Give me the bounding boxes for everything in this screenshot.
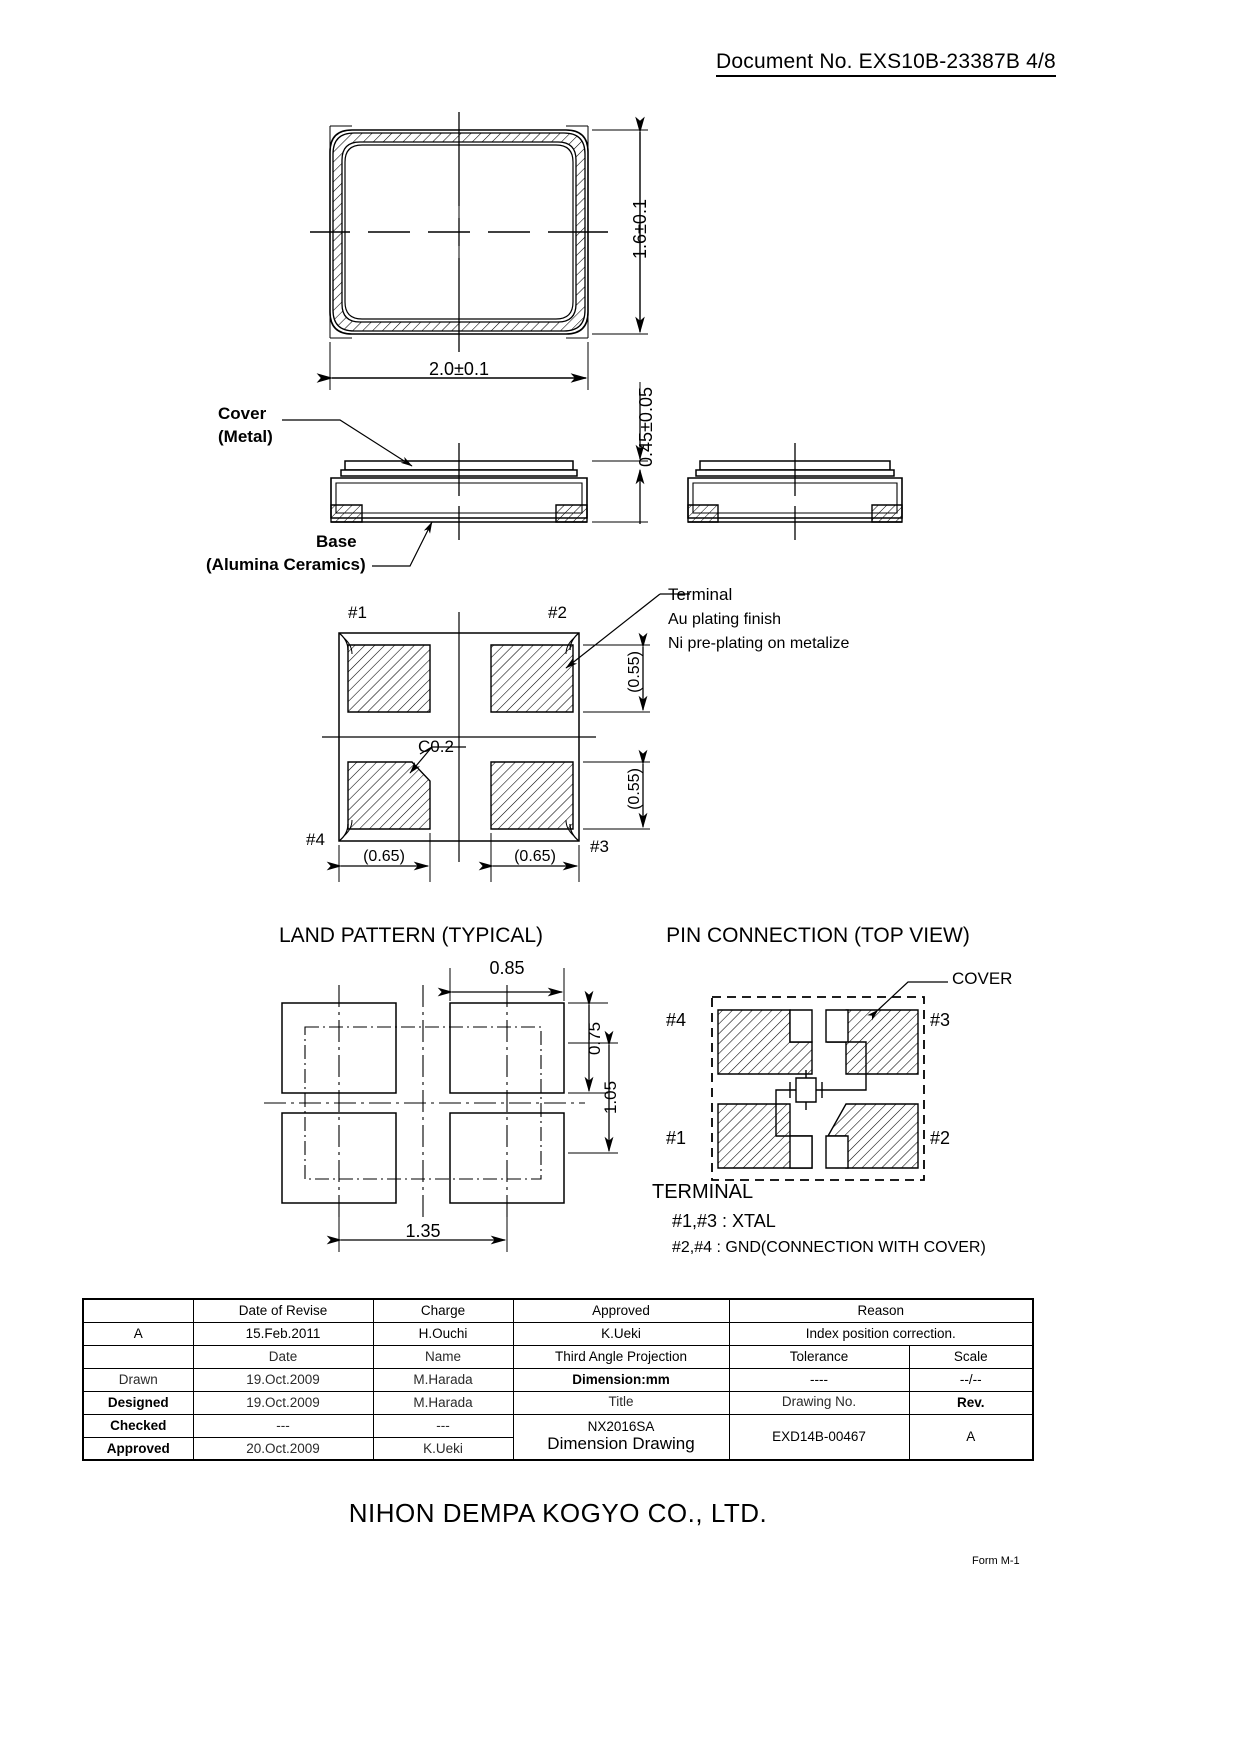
pinview-pin2: #2	[930, 1128, 951, 1148]
rev-label: Rev.	[908, 1390, 1034, 1415]
approved-row: Approved 20.Oct.2009 K.Ueki	[82, 1436, 1033, 1461]
title-product: NX2016SA	[587, 1419, 655, 1435]
dim-pad-height-bottom: (0.55)	[625, 768, 643, 810]
pin-connection-title: PIN CONNECTION (TOP VIEW)	[666, 924, 970, 947]
checked-date: ---	[192, 1413, 374, 1438]
chamfer-label: C0.2	[418, 737, 454, 756]
title-label: Title	[512, 1390, 730, 1415]
title-name: NX2016SA Dimension Drawing	[512, 1414, 730, 1461]
bottom-view-pin4: #4	[306, 830, 325, 849]
terminal-note-au: Au plating finish	[668, 611, 781, 628]
dim-package-width: 2.0±0.1	[429, 359, 489, 379]
rev-col-date: Date of Revise	[192, 1298, 374, 1323]
approved-label: Approved	[82, 1436, 194, 1461]
drawing-no-label: Drawing No.	[728, 1390, 910, 1415]
designed-row: Designed 19.Oct.2009 M.Harada Title Draw…	[82, 1390, 1034, 1415]
bottom-view-pin2: #2	[548, 603, 567, 622]
dimension-unit: Dimension:mm	[512, 1367, 730, 1392]
company-name: NIHON DEMPA KOGYO CO., LTD.	[348, 1498, 768, 1528]
rev-date: 15.Feb.2011	[192, 1321, 374, 1346]
sub-col-tolerance: Tolerance	[728, 1344, 910, 1369]
checked-label: Checked	[82, 1413, 194, 1438]
terminal-note-ni: Ni pre-plating on metalize	[668, 635, 850, 652]
sub-col-scale: Scale	[908, 1344, 1034, 1369]
title-block: Date of Revise Charge Approved Reason A …	[82, 1298, 1034, 1461]
dim-land-105: 1.05	[601, 1080, 621, 1115]
cover-callout: COVER	[952, 969, 1013, 988]
sub-col-projection: Third Angle Projection	[512, 1344, 730, 1369]
sub-col-name: Name	[372, 1344, 514, 1369]
bottom-view-pin1: #1	[348, 603, 367, 622]
rev-col-charge: Charge	[372, 1298, 514, 1323]
designed-date: 19.Oct.2009	[192, 1390, 374, 1415]
approved-date: 20.Oct.2009	[192, 1436, 374, 1461]
pinview-pin3: #3	[930, 1010, 951, 1030]
dim-pad-width-left: (0.65)	[363, 848, 405, 865]
form-number: Form M-1	[972, 1555, 1020, 1567]
rev-col-reason: Reason	[728, 1298, 1034, 1323]
sub-col-blank	[82, 1344, 194, 1369]
bottom-view-pin3: #3	[590, 837, 609, 856]
terminal-gnd: #2,#4 : GND(CONNECTION WITH COVER)	[672, 1239, 986, 1256]
rev-charge: H.Ouchi	[372, 1321, 514, 1346]
dim-pad-height-top: (0.55)	[625, 651, 643, 693]
dim-pad-width-right: (0.65)	[514, 848, 556, 865]
document-number: Document No. EXS10B-23387B 4/8	[716, 51, 1056, 77]
drawn-row: Drawn 19.Oct.2009 M.Harada Dimension:mm …	[82, 1367, 1034, 1392]
cover-label-sub: (Metal)	[218, 427, 273, 446]
cover-label: Cover	[218, 404, 267, 423]
tolerance-value: ----	[728, 1367, 910, 1392]
pinview-pin4: #4	[666, 1010, 687, 1030]
drawn-name: M.Harada	[372, 1367, 514, 1392]
dim-package-thickness: 0.45±0.05	[635, 387, 656, 467]
revision-header-row: Date of Revise Charge Approved Reason	[82, 1298, 1034, 1323]
checked-row: Checked --- --- NX2016SA Dimension Drawi…	[82, 1413, 1034, 1461]
checked-name: ---	[372, 1413, 514, 1438]
revision-row: A 15.Feb.2011 H.Ouchi K.Ueki Index posit…	[82, 1321, 1034, 1346]
drawing-no-value: EXD14B-00467	[728, 1414, 910, 1461]
terminal-xtal: #1,#3 : XTAL	[672, 1211, 776, 1231]
rev-value: A	[908, 1414, 1034, 1461]
sub-col-date: Date	[192, 1344, 374, 1369]
dim-land-135: 1.35	[405, 1221, 441, 1241]
sub-header-row: Date Name Third Angle Projection Toleran…	[82, 1344, 1034, 1369]
drawn-label: Drawn	[82, 1367, 194, 1392]
rev-reason: Index position correction.	[728, 1321, 1034, 1346]
base-label: Base	[316, 532, 357, 551]
rev-col-blank	[82, 1298, 194, 1323]
rev-approved: K.Ueki	[512, 1321, 730, 1346]
pinview-pin1: #1	[666, 1128, 687, 1148]
base-label-sub: (Alumina Ceramics)	[206, 555, 366, 574]
dim-package-height: 1.6±0.1	[629, 199, 650, 259]
dim-land-085: 0.85	[489, 958, 525, 978]
designed-name: M.Harada	[372, 1390, 514, 1415]
scale-value: --/--	[908, 1367, 1034, 1392]
drawn-date: 19.Oct.2009	[192, 1367, 374, 1392]
land-pattern-title: LAND PATTERN (TYPICAL)	[278, 924, 544, 947]
title-sub: Dimension Drawing	[547, 1434, 695, 1454]
dim-land-075: 0.75	[585, 1021, 605, 1056]
rev-col-approved: Approved	[512, 1298, 730, 1323]
terminal-note-title: Terminal	[668, 585, 733, 604]
designed-label: Designed	[82, 1390, 194, 1415]
approved-name: K.Ueki	[372, 1436, 514, 1461]
rev-letter: A	[82, 1321, 194, 1346]
terminal-heading: TERMINAL	[652, 1181, 754, 1203]
